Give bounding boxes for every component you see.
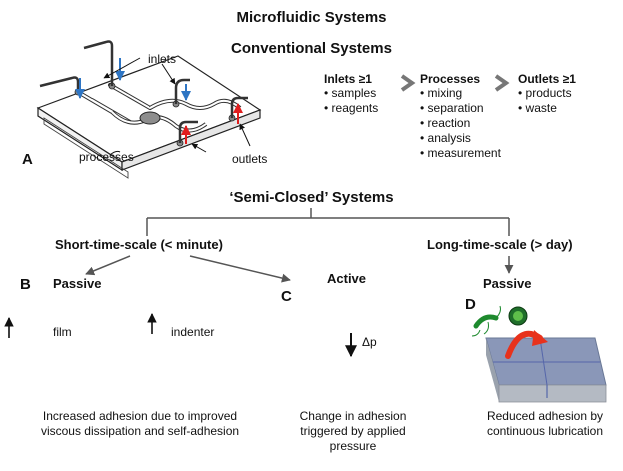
section-title-conventional: Conventional Systems (231, 40, 392, 57)
page-title: Microfluidic Systems (236, 9, 387, 26)
outlets-label: outlets (232, 152, 268, 166)
flow-outlets-item: waste (518, 101, 576, 116)
delta-p-label: Δp (362, 335, 377, 349)
passive-label-long: Passive (483, 276, 532, 291)
flow-outlets-heading: Outlets ≥1 (518, 72, 576, 86)
processes-label: processes (79, 150, 134, 164)
algae-cell-icon (508, 306, 528, 326)
branch-bracket (146, 208, 510, 236)
flow-processes-item: separation (420, 101, 501, 116)
passive-label-short: Passive (53, 276, 102, 291)
panel-label-a: A (22, 151, 33, 168)
panel-label-b: B (20, 276, 31, 293)
flow-processes-heading: Processes (420, 72, 481, 86)
caption-panel-d: Reduced adhesion by continuous lubricati… (486, 409, 604, 438)
caption-panel-c: Change in adhesion triggered by applied … (299, 409, 407, 453)
chevron-right-icon (400, 74, 416, 92)
panel-label-d: D (465, 296, 476, 313)
film-label: film (53, 325, 72, 339)
active-label: Active (327, 271, 367, 286)
arrow-to-passive (85, 255, 131, 276)
lubricated-surface-illustration (471, 305, 607, 403)
inlets-label: inlets (148, 52, 177, 66)
short-time-scale-label: Short-time-scale (< minute) (55, 237, 223, 252)
flow-inlets: Inlets ≥1 samples reagents (324, 72, 378, 116)
indenter-label: indenter (171, 325, 215, 339)
flow-processes-item: analysis (420, 131, 501, 146)
microfluidic-chip-illustration (36, 40, 262, 179)
flow-outlets: Outlets ≥1 products waste (518, 72, 576, 116)
flow-inlets-item: reagents (324, 101, 379, 116)
flow-processes-item: mixing (420, 86, 501, 101)
section-title-semi-closed: ‘Semi-Closed’ Systems (229, 189, 394, 206)
panel-label-c: C (281, 288, 292, 305)
flow-processes-item: reaction (420, 116, 501, 131)
flow-processes: Processes mixing separation reaction ana… (420, 72, 501, 161)
arrow-to-active (189, 255, 291, 283)
flow-outlets-item: products (518, 86, 576, 101)
flow-inlets-heading: Inlets ≥1 (324, 72, 372, 86)
caption-panel-b: Increased adhesion due to improved visco… (40, 409, 240, 438)
flow-inlets-item: samples (324, 86, 378, 101)
long-time-scale-label: Long-time-scale (> day) (427, 237, 573, 252)
flow-processes-item: measurement (420, 146, 501, 161)
bacteria-icon (471, 305, 501, 337)
